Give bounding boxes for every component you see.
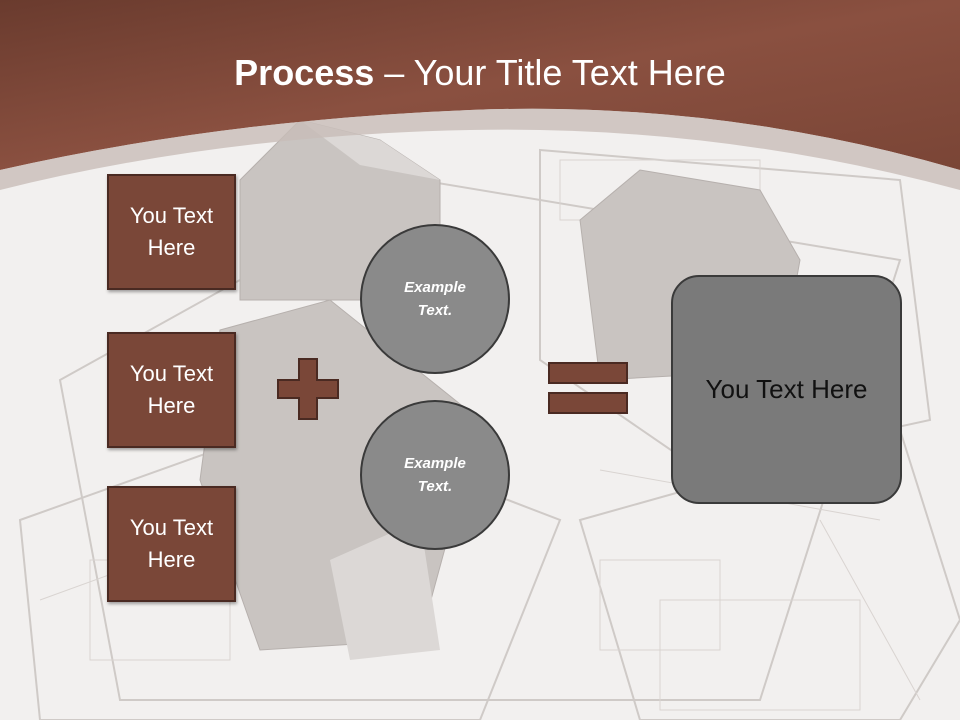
input-box-3[interactable]: You Text Here bbox=[107, 486, 236, 602]
input-box-label: You Text Here bbox=[129, 361, 214, 418]
input-box-2[interactable]: You Text Here bbox=[107, 332, 236, 448]
result-box[interactable]: You Text Here bbox=[671, 275, 902, 504]
input-box-1[interactable]: You Text Here bbox=[107, 174, 236, 290]
input-box-label: You Text Here bbox=[129, 203, 214, 260]
result-label: You Text Here bbox=[705, 374, 868, 404]
circle-label: Example Text. bbox=[404, 279, 466, 319]
example-circle-2[interactable]: Example Text. bbox=[360, 400, 510, 550]
input-box-label: You Text Here bbox=[129, 515, 214, 572]
equals-icon bbox=[548, 362, 628, 414]
example-circle-1[interactable]: Example Text. bbox=[360, 224, 510, 374]
title-bold: Process bbox=[234, 52, 375, 93]
slide-title: Process – Your Title Text Here bbox=[0, 52, 960, 94]
circle-label: Example Text. bbox=[404, 455, 466, 495]
plus-icon bbox=[277, 358, 339, 420]
title-rest: – Your Title Text Here bbox=[374, 52, 726, 93]
